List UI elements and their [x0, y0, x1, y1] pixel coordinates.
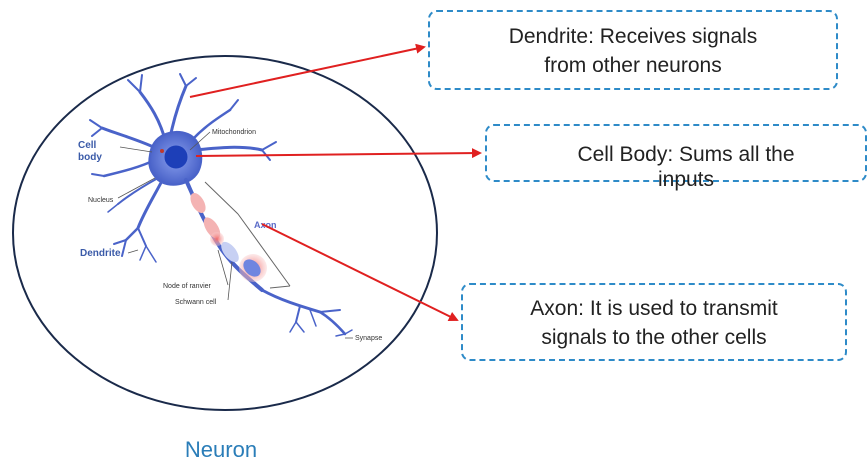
arrow-axon	[262, 224, 457, 320]
label-cell-body-line2: body	[78, 152, 102, 163]
callout-axon-line1: Axon: It is used to transmit	[463, 294, 845, 323]
neuron-outline-ellipse	[13, 56, 437, 410]
label-synapse: Synapse	[355, 335, 382, 342]
callout-axon-line2: signals to the other cells	[463, 323, 845, 352]
callout-cell-body: Cell Body: Sums all the inputs	[485, 124, 867, 182]
nucleus-shape	[165, 146, 187, 168]
label-mitochondrion: Mitochondrion	[212, 129, 256, 136]
label-dendrite: Dendrite	[80, 248, 121, 259]
arrow-cell-body	[196, 153, 480, 156]
label-nucleus: Nucleus	[88, 197, 114, 204]
diagram-caption: Neuron	[0, 437, 442, 463]
label-node-of-ranvier: Node of ranvier	[163, 283, 212, 290]
callout-dendrite-line1: Dendrite: Receives signals	[430, 22, 836, 51]
neuron-illustration	[90, 74, 352, 336]
label-cell-body-line1: Cell	[78, 140, 97, 151]
callout-dendrite-line2: from other neurons	[430, 51, 836, 80]
callout-dendrite: Dendrite: Receives signals from other ne…	[428, 10, 838, 90]
label-schwann-cell: Schwann cell	[175, 299, 217, 306]
arrow-dendrite	[190, 47, 424, 97]
callout-cell-body-line2: inputs	[507, 165, 865, 194]
callout-axon: Axon: It is used to transmit signals to …	[461, 283, 847, 361]
